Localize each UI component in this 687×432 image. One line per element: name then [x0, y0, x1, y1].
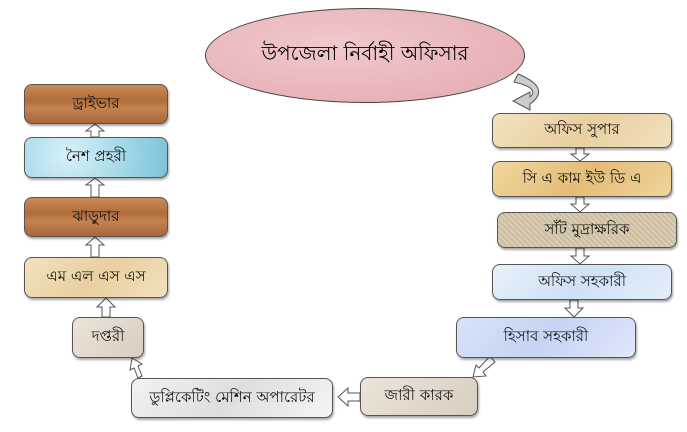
node-label: হিসাব সহকারী [503, 327, 589, 345]
curved-arrow [511, 73, 540, 111]
node-label: ডুপ্লিকেটিং মেশিন অপারেটর [149, 387, 315, 406]
node-stenotypist: সাঁট মুদ্রাক্ষরিক [497, 212, 677, 248]
node-accounts-assistant: হিসাব সহকারী [456, 317, 636, 358]
node-duplicating-operator: ডুপ্লিকেটিং মেশিন অপারেটর [131, 378, 333, 418]
up-arrow [129, 357, 144, 379]
up-arrow [84, 236, 106, 258]
node-label: জারী কারক [384, 386, 454, 404]
node-label: অফিস সহকারী [537, 271, 627, 290]
up-arrow [84, 123, 106, 138]
diag-arrow [472, 355, 496, 378]
node-label: এম এল এস এস [46, 267, 146, 285]
node-label: দপ্তরী [91, 327, 125, 345]
down-arrow [569, 196, 591, 213]
node-label: সি এ কাম ইউ ডি এ [522, 168, 642, 187]
node-office-superintendent: অফিস সুপার [492, 113, 672, 148]
up-arrow [95, 297, 117, 318]
node-label: অফিস সুপার [544, 120, 620, 138]
node-label: উপজেলা নির্বাহী অফিসার [261, 41, 469, 65]
node-night-guard: নৈশ প্রহরী [24, 137, 168, 178]
node-label: সাঁট মুদ্রাক্ষরিক [544, 219, 630, 238]
node-label: নৈশ প্রহরী [65, 147, 127, 165]
node-ca-cum-uda: সি এ কাম ইউ ডি এ [492, 161, 672, 197]
down-arrow [569, 247, 591, 265]
up-arrow [84, 177, 106, 198]
node-daftari: দপ্তরী [72, 317, 144, 358]
down-arrow [569, 147, 591, 162]
node-process-server: জারী কারক [360, 377, 478, 416]
left-arrow [337, 386, 361, 408]
node-office-assistant: অফিস সহকারী [492, 264, 672, 300]
node-sweeper: ঝাড়ুদার [24, 197, 168, 237]
node-mlss: এম এল এস এস [24, 257, 168, 298]
node-driver: ড্রাইভার [24, 84, 168, 124]
down-arrow [563, 299, 585, 318]
head-node-uno: উপজেলা নির্বাহী অফিসার [205, 8, 525, 103]
node-label: ড্রাইভার [72, 93, 120, 112]
node-label: ঝাড়ুদার [72, 206, 120, 225]
